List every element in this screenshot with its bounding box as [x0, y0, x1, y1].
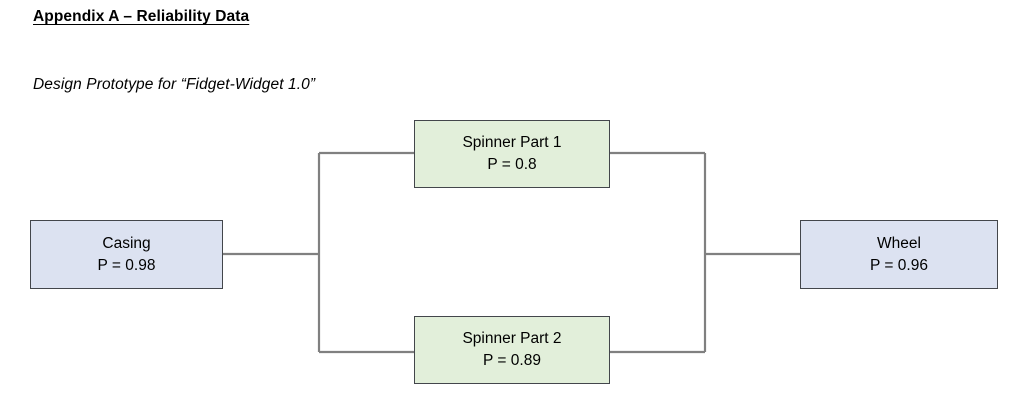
block-casing-probability: P = 0.98	[97, 256, 156, 274]
document-subtitle: Design Prototype for “Fidget-Widget 1.0”	[33, 76, 316, 93]
block-spinner-part-2[interactable]: Spinner Part 2 P = 0.89	[414, 316, 610, 384]
block-spinner-part-1-probability: P = 0.8	[487, 156, 537, 173]
block-wheel-probability: P = 0.96	[870, 256, 928, 274]
block-wheel-label: Wheel	[877, 234, 921, 252]
block-casing[interactable]: Casing P = 0.98	[30, 220, 223, 289]
appendix-title: Appendix A – Reliability Data	[33, 8, 250, 25]
block-spinner-part-1[interactable]: Spinner Part 1 P = 0.8	[414, 120, 610, 188]
block-spinner-part-1-label: Spinner Part 1	[462, 134, 562, 151]
block-spinner-part-2-probability: P = 0.89	[483, 352, 541, 369]
block-casing-label: Casing	[102, 234, 151, 252]
block-wheel[interactable]: Wheel P = 0.96	[800, 220, 998, 289]
block-spinner-part-2-label: Spinner Part 2	[462, 330, 562, 347]
